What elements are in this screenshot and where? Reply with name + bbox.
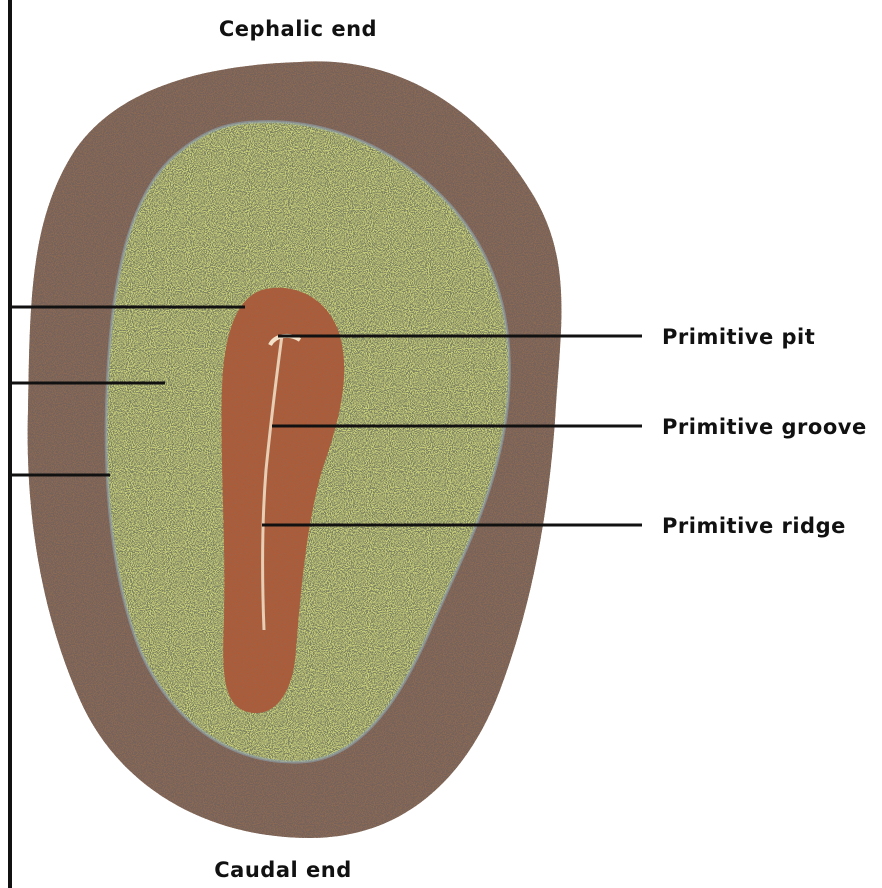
primitive-pit-label: Primitive pit <box>662 325 815 349</box>
primitive-groove-label: Primitive groove <box>662 415 867 439</box>
caudal-end-label: Caudal end <box>214 858 351 882</box>
primitive-ridge-label: Primitive ridge <box>662 514 846 538</box>
cephalic-end-label: Cephalic end <box>219 17 377 41</box>
